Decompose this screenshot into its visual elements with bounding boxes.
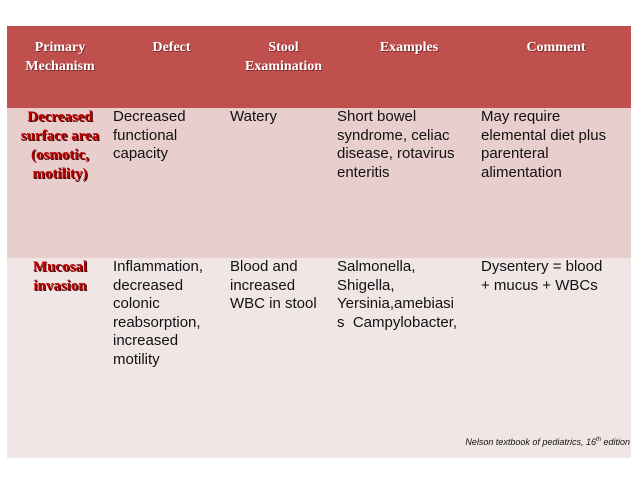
table-header-row: Primary Mechanism Defect Stool Examinati… bbox=[7, 26, 631, 108]
cell-examples: Salmonella, Shigella, Yersinia,amebiasi … bbox=[337, 258, 481, 458]
diarrhea-mechanism-table: Primary Mechanism Defect Stool Examinati… bbox=[7, 26, 631, 458]
header-defect: Defect bbox=[113, 26, 230, 108]
citation: Nelson textbook of pediatrics, 16th edit… bbox=[465, 437, 630, 447]
cell-mechanism: Decreased surface area (osmotic, motilit… bbox=[7, 108, 113, 258]
cell-comment: Dysentery = blood + mucus + WBCs bbox=[481, 258, 631, 458]
header-examples: Examples bbox=[337, 26, 481, 108]
cell-stool: Watery bbox=[230, 108, 337, 258]
cell-defect: Decreased functional capacity bbox=[113, 108, 230, 258]
header-stool-examination: Stool Examination bbox=[230, 26, 337, 108]
header-primary-mechanism: Primary Mechanism bbox=[7, 26, 113, 108]
table-row: Decreased surface area (osmotic, motilit… bbox=[7, 108, 631, 258]
cell-mechanism: Mucosal invasion bbox=[7, 258, 113, 458]
table-row: Mucosal invasion Inflammation, decreased… bbox=[7, 258, 631, 458]
cell-defect: Inflammation, decreased colonic reabsorp… bbox=[113, 258, 230, 458]
header-comment: Comment bbox=[481, 26, 631, 108]
cell-stool: Blood and increased WBC in stool bbox=[230, 258, 337, 458]
cell-examples: Short bowel syndrome, celiac disease, ro… bbox=[337, 108, 481, 258]
cell-comment: May require elemental diet plus parenter… bbox=[481, 108, 631, 258]
